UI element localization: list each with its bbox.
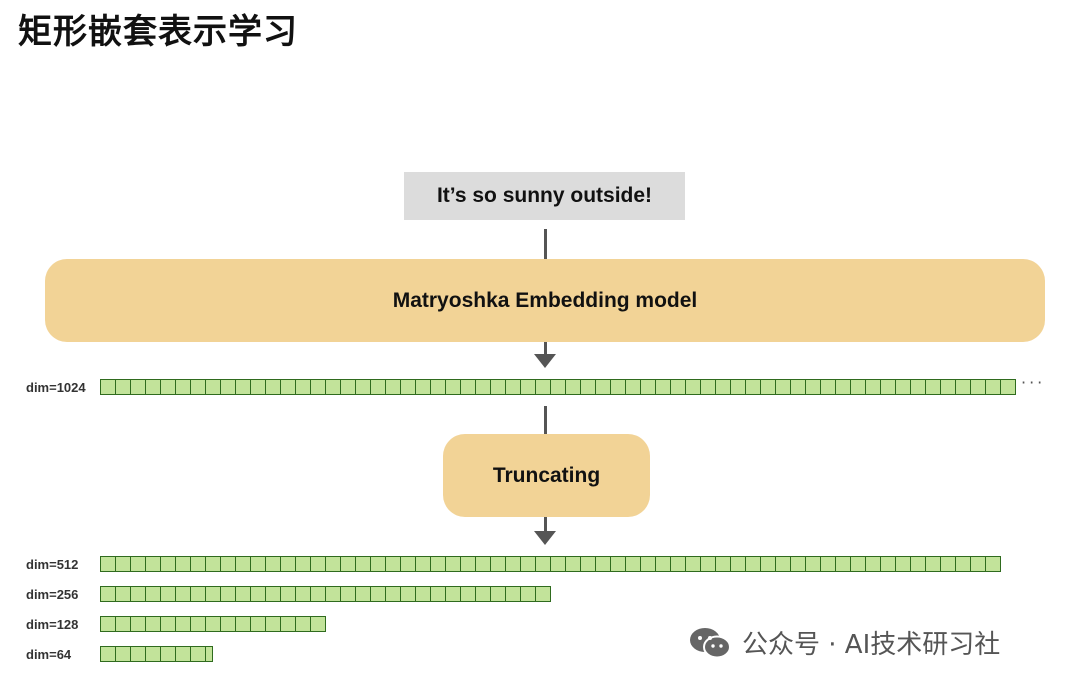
connector-line-embedding — [544, 406, 547, 434]
connector-line-model — [544, 342, 547, 354]
dim-label-512: dim=512 — [26, 557, 79, 572]
arrow-down-icon — [534, 531, 556, 545]
truncating-box: Truncating — [443, 434, 650, 517]
embedding-bar-128 — [100, 616, 326, 632]
dim-label-64: dim=64 — [26, 647, 72, 662]
connector-line-input — [544, 229, 547, 259]
connector-line-truncating — [544, 517, 547, 531]
model-label: Matryoshka Embedding model — [392, 288, 698, 312]
embedding-bar-64 — [100, 646, 213, 662]
watermark-text: 公众号 · AI技术研习社 — [742, 630, 1001, 660]
dim-label-1024: dim=1024 — [26, 380, 86, 395]
input-sentence-text: It’s so sunny outside! — [436, 184, 653, 207]
dim-label-256: dim=256 — [26, 587, 79, 602]
ellipsis-continuation: ··· — [1021, 373, 1046, 392]
embedding-bar-256 — [100, 586, 551, 602]
dim-label-128: dim=128 — [26, 617, 79, 632]
embedding-bar-512 — [100, 556, 1001, 572]
arrow-down-icon — [534, 354, 556, 368]
input-sentence-box: It’s so sunny outside! — [404, 172, 685, 220]
wechat-icon — [690, 627, 731, 658]
matryoshka-model-box: Matryoshka Embedding model — [45, 259, 1045, 342]
watermark: 公众号 · AI技术研习社 — [688, 624, 1000, 661]
embedding-bar-1024 — [100, 379, 1016, 395]
truncating-label: Truncating — [492, 463, 601, 487]
page-title: 矩形嵌套表示学习 — [18, 12, 298, 52]
